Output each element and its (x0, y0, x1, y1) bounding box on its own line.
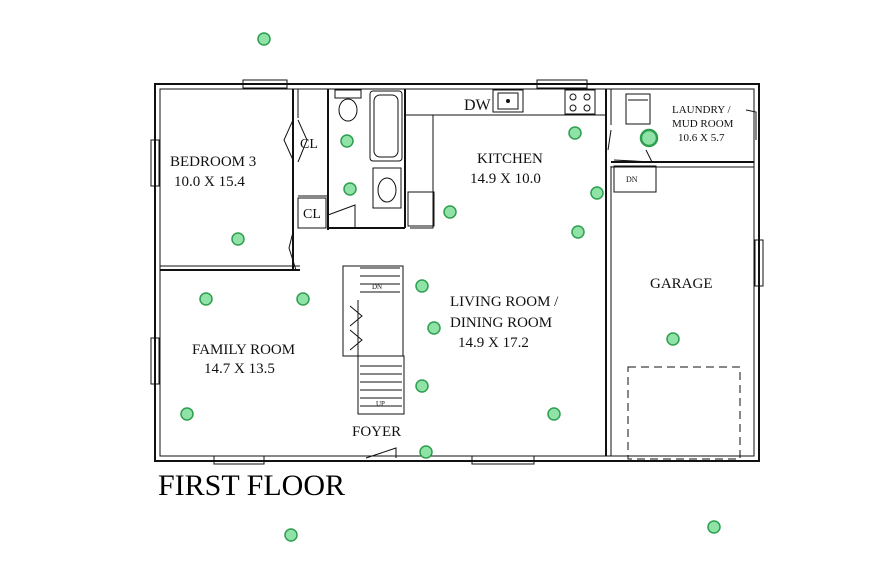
vanity (372, 167, 402, 209)
living-dining-name-line1: LIVING ROOM / (450, 294, 559, 310)
kitchen-fixtures: DW (464, 89, 596, 115)
garage-step (613, 165, 657, 193)
kitchen-sink (492, 89, 524, 113)
marker-dot (415, 379, 429, 393)
marker-dot (666, 332, 680, 346)
marker-dot (415, 279, 429, 293)
marker-dot-highlighted (639, 128, 659, 148)
closet2-name: CL (303, 207, 321, 222)
kitchen-dims: 14.9 X 10.0 (470, 171, 541, 187)
marker-dot (231, 232, 245, 246)
laundry-dims: 10.6 X 5.7 (678, 132, 725, 144)
closet1-name: CL (300, 137, 318, 152)
markers (180, 32, 721, 542)
doors (283, 109, 757, 459)
bathtub (369, 90, 403, 162)
room-labels: BEDROOM 3 10.0 X 15.4 CL CL KITCHEN 14.9… (170, 104, 734, 440)
outer-walls (154, 83, 760, 462)
toilet-tank (334, 89, 362, 99)
family-room-name: FAMILY ROOM (192, 342, 295, 358)
marker-dot (590, 186, 604, 200)
stair-down-label: DN (372, 283, 382, 291)
laundry-fixtures (625, 93, 651, 125)
laundry-name-line2: MUD ROOM (672, 118, 734, 130)
marker-dot (296, 292, 310, 306)
marker-dot (199, 292, 213, 306)
bedroom3-dims: 10.0 X 15.4 (174, 174, 245, 190)
marker-dot (419, 445, 433, 459)
bedroom3-name: BEDROOM 3 (170, 154, 256, 170)
bathroom-fixtures (334, 89, 403, 209)
living-dining-name-line2: DINING ROOM (450, 315, 552, 331)
marker-dot (257, 32, 271, 46)
garage-step-down-label: DN (626, 175, 638, 184)
family-room-dims: 14.7 X 13.5 (204, 361, 275, 377)
floor-title: FIRST FLOOR (158, 469, 345, 502)
stairs: DN UP DN (349, 165, 657, 408)
stair-up-label: UP (376, 400, 385, 408)
windows (150, 79, 764, 465)
marker-dot (180, 407, 194, 421)
washer (625, 93, 651, 125)
garage-name: GARAGE (650, 276, 713, 292)
marker-dot (707, 520, 721, 534)
marker-dot (343, 182, 357, 196)
marker-dot (571, 225, 585, 239)
marker-dot (547, 407, 561, 421)
marker-dot (443, 205, 457, 219)
marker-dot (284, 528, 298, 542)
kitchen-name: KITCHEN (477, 151, 543, 167)
interior-walls (160, 89, 754, 456)
dishwasher-label: DW (464, 97, 492, 114)
stove (564, 89, 596, 115)
living-dining-dims: 14.9 X 17.2 (458, 335, 529, 351)
marker-dot (568, 126, 582, 140)
garage-parking-outline (627, 366, 741, 460)
marker-dot (340, 134, 354, 148)
marker-dot (427, 321, 441, 335)
foyer-name: FOYER (352, 424, 401, 440)
laundry-name-line1: LAUNDRY / (672, 104, 732, 116)
toilet-bowl (338, 98, 358, 122)
sink-basin (377, 177, 397, 203)
